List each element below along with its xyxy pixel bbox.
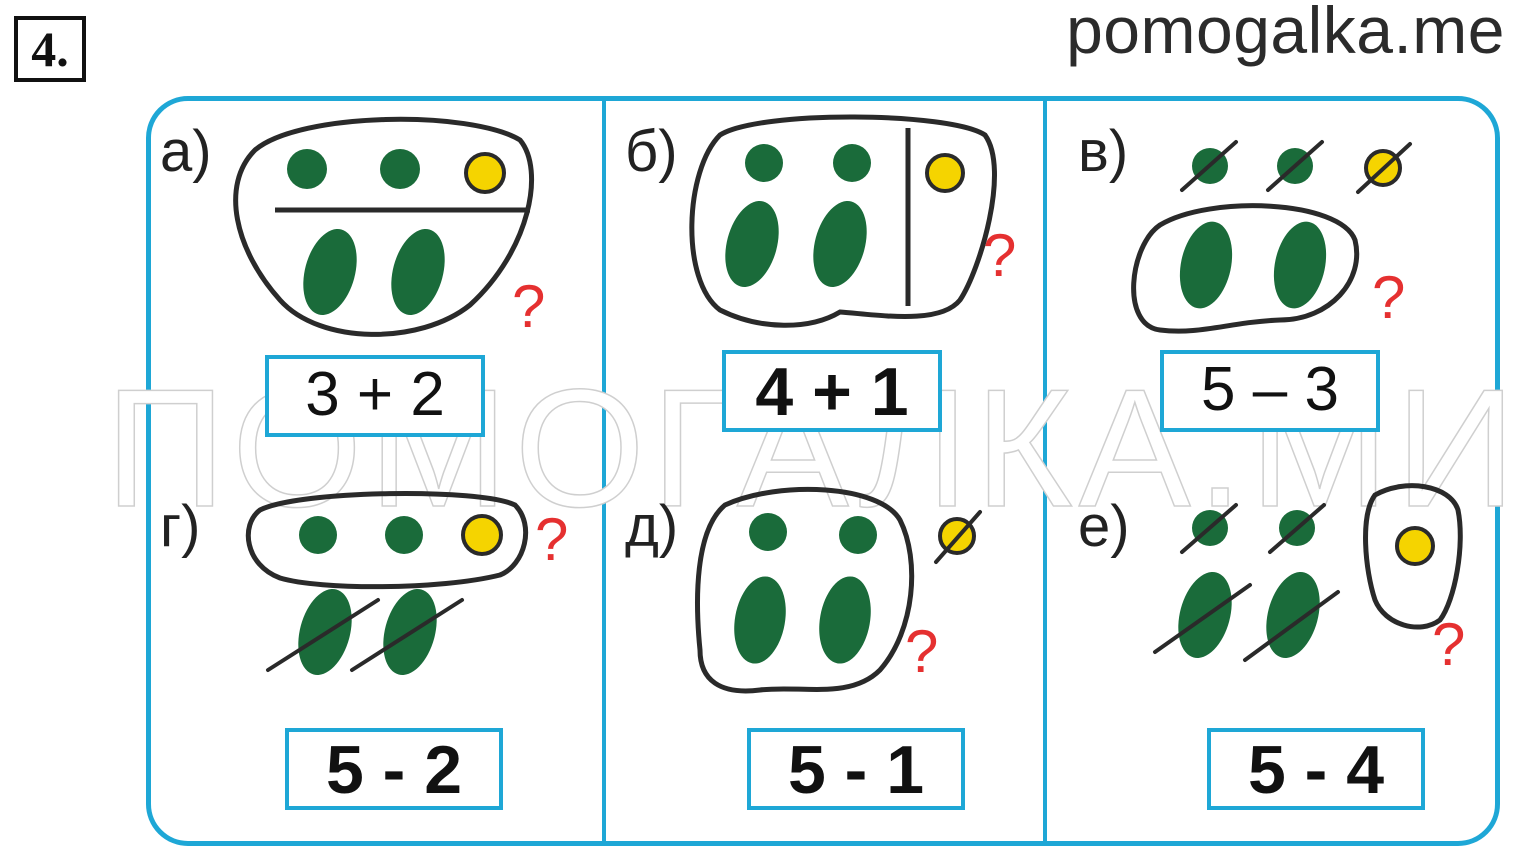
answer-box-v: 5 – 3	[1160, 350, 1380, 432]
answer-box-e: 5 - 4	[1207, 728, 1425, 810]
green-oval	[734, 576, 786, 664]
cross-out-line	[934, 510, 982, 564]
answer-box-g: 5 - 2	[285, 728, 503, 810]
answer-box-d: 5 - 1	[747, 728, 965, 810]
panel-b-outline	[689, 114, 997, 328]
site-name: pomogalka.me	[1066, 0, 1505, 67]
green-oval	[1266, 572, 1320, 658]
panel-label-e: е)	[1078, 494, 1130, 559]
cross-out-line	[266, 598, 380, 672]
panel-label-d: д)	[625, 494, 679, 559]
cross-out-line	[1153, 583, 1252, 654]
green-dot	[299, 516, 337, 554]
green-dot	[833, 144, 871, 182]
cross-out-line	[1266, 140, 1324, 192]
question-mark: ?	[512, 273, 545, 340]
green-oval	[1273, 221, 1327, 309]
column-divider-1	[602, 96, 606, 846]
question-mark: ?	[1432, 611, 1465, 678]
panel-label-v: в)	[1078, 119, 1129, 184]
question-mark: ?	[1372, 264, 1405, 331]
panel-g-outline	[245, 491, 529, 590]
question-mark: ?	[905, 618, 938, 685]
green-oval	[819, 576, 871, 664]
green-oval	[391, 229, 445, 315]
yellow-dot	[1395, 526, 1435, 566]
cross-out-line	[1356, 142, 1412, 194]
panel-d-outline	[695, 486, 915, 694]
question-mark: ?	[983, 222, 1016, 289]
panel-a-outline	[233, 116, 534, 337]
cross-out-line	[350, 598, 464, 672]
green-oval	[813, 201, 867, 287]
green-oval	[725, 201, 779, 287]
green-dot	[839, 516, 877, 554]
green-dot	[380, 149, 420, 189]
panel-label-b: б)	[625, 119, 678, 184]
green-dot	[749, 513, 787, 551]
green-dot	[287, 149, 327, 189]
question-mark: ?	[535, 506, 568, 573]
yellow-dot	[925, 153, 965, 193]
green-dot	[385, 516, 423, 554]
panel-label-g: г)	[160, 494, 201, 559]
column-divider-2	[1043, 96, 1047, 846]
yellow-dot	[464, 152, 506, 194]
panel-e-outline	[1363, 483, 1463, 630]
task-number: 4.	[14, 16, 86, 82]
cross-out-line	[1243, 590, 1340, 662]
panel-label-a: а)	[160, 119, 212, 184]
answer-box-b: 4 + 1	[722, 350, 942, 432]
cross-out-line	[1180, 140, 1238, 192]
green-oval	[303, 229, 357, 315]
green-oval	[1179, 221, 1233, 309]
yellow-dot	[461, 514, 503, 556]
cross-out-line	[1268, 503, 1326, 554]
green-dot	[745, 144, 783, 182]
panel-v-outline	[1131, 203, 1360, 334]
cross-out-line	[1180, 503, 1238, 554]
answer-box-a: 3 + 2	[265, 355, 485, 437]
exercise-frame	[146, 96, 1500, 846]
